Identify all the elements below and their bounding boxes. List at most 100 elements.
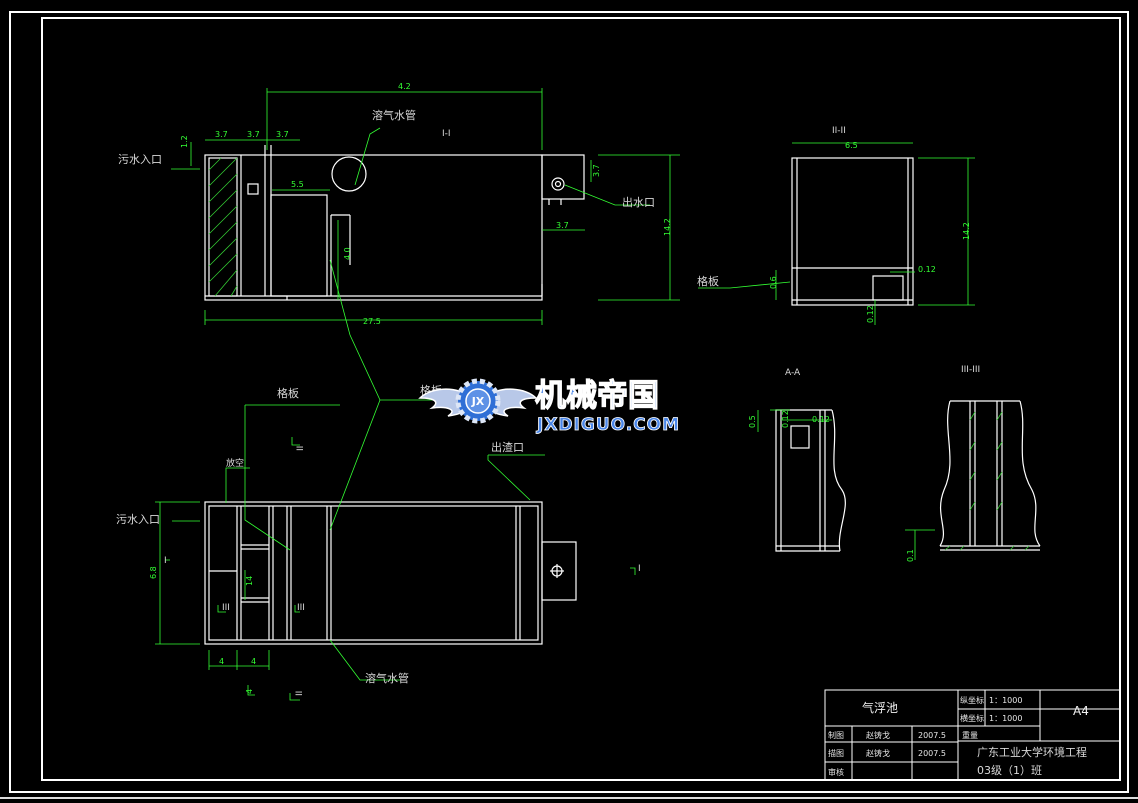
outlet-pipe-circle [551, 177, 565, 191]
aa-small [790, 425, 810, 449]
iii-hatch [944, 411, 1030, 551]
iii-break-right [1019, 400, 1041, 547]
tb-draw-date: 2007.5 [918, 731, 946, 740]
marker-I-left: I [164, 556, 167, 566]
tb-sheet-size: A4 [1073, 704, 1089, 718]
dim-14-2-b: 14.2 [962, 222, 971, 240]
aa-break-line [831, 409, 846, 552]
dim-6-5: 6.5 [845, 141, 858, 150]
dissolved-air-pipe-circle [331, 156, 367, 192]
label-grid-plan: 格板 [277, 386, 299, 400]
inlet-hatch [208, 157, 238, 297]
title-A-A: A-A [785, 368, 801, 378]
tb-vscale-value: 1：1000 [989, 696, 1022, 705]
tb-drafting-date: 2007.5 [918, 749, 946, 758]
tb-vscale-label: 纵坐标 [960, 695, 984, 705]
dim-4-0: 4.0 [343, 247, 352, 260]
gear-core [465, 388, 491, 414]
tb-weight-label: 重量 [962, 730, 978, 740]
tb-org-line1: 广东工业大学环境工程 [977, 745, 1087, 759]
dim-0-12c: 0.12 [781, 410, 790, 428]
dim-4-2: 4.2 [398, 82, 411, 91]
small-window [247, 183, 259, 195]
dim-3-7c: 3.7 [276, 130, 289, 139]
dims-plan [155, 259, 636, 701]
plan-view [204, 501, 577, 645]
dim-3-7b: 3.7 [247, 130, 260, 139]
dim-0-12b: 0.12 [866, 305, 875, 323]
tb-review-label: 审核 [828, 767, 844, 777]
dim-27-5: 27.5 [363, 317, 381, 326]
dim-0-1: 0.1 [906, 549, 915, 562]
dimension-texts: 4.2 1.2 3.7 3.7 3.7 5.5 4.0 3.7 3.7 14.2… [149, 82, 971, 694]
dim-0-12a: 0.12 [918, 265, 936, 274]
plan-inner [208, 505, 539, 641]
label-inlet-top: 污水入口 [118, 153, 162, 166]
section-A-A-view [775, 409, 846, 552]
tb-draw-label: 制图 [828, 730, 844, 740]
view-titles: I-I II-II A-A III-III [442, 126, 980, 378]
watermark-brand: 机械帝国 [535, 378, 659, 414]
dim-outlet-v: 3.7 [592, 164, 601, 177]
tb-draw-name: 赵铸戈 [866, 730, 890, 740]
section-II-II-view [791, 157, 914, 306]
tb-name: 气浮池 [862, 700, 898, 715]
dim-14-2: 14.2 [663, 218, 672, 236]
dims-III-III [905, 529, 935, 560]
dim-plan-4a: 4 [219, 657, 224, 666]
tb-drafting-label: 描图 [828, 748, 844, 758]
dim-3-7a: 3.7 [215, 130, 228, 139]
drawing-inner-frame [41, 17, 1121, 781]
tb-org-line2: 03级（1）班 [977, 764, 1042, 777]
dims-I-I [171, 88, 680, 325]
label-slag: 放空 [226, 457, 244, 469]
watermark-badge: JX [471, 395, 485, 408]
watermark-site: JXDIGUO.COM [536, 415, 680, 435]
marker-I-right: I [638, 564, 641, 574]
plan-outer [204, 501, 543, 645]
watermark-logo: JX 机械帝国 JXDIGUO.COM [418, 377, 680, 435]
part-labels: 污水入口 污水入口 溶气水管 溶气水管 出水口 出渣口 格板 格板 格板 放空 … [116, 108, 719, 696]
dim-6-8: 6.8 [149, 566, 158, 579]
tank-body-elevation [204, 154, 543, 301]
outlet-box [541, 154, 585, 200]
title-II-II: II-II [832, 126, 846, 136]
dims-II-II [698, 142, 975, 325]
dim-0-12d: 0.12 [812, 415, 830, 424]
label-outlet-plan: 出渣口 [491, 440, 524, 454]
section-I-I-view [204, 145, 585, 301]
title-III-III: III-III [961, 365, 980, 375]
label-outlet-top: 出水口 [622, 195, 655, 209]
title-I-I: I-I [442, 129, 451, 139]
dim-5-5: 5.5 [291, 180, 304, 189]
outlet-pipe-inner [554, 180, 562, 188]
label-inlet-plan: 污水入口 [116, 513, 160, 526]
dims-A-A [757, 409, 832, 432]
dim-plan-4b: 4 [251, 657, 256, 666]
side-small-box [872, 275, 904, 301]
dim-0-6: 0.6 [769, 276, 778, 289]
side-body [791, 157, 914, 306]
tb-hscale-label: 横坐标 [960, 713, 984, 723]
marker-II-bottom: II [295, 691, 305, 696]
title-block-frame [824, 689, 1121, 781]
dim-plan-14: 14 [245, 576, 254, 586]
marker-II-top: II [296, 446, 306, 451]
title-block [824, 689, 1121, 781]
tb-drafting-name: 赵铸戈 [866, 748, 890, 758]
tb-hscale-value: 1：1000 [989, 714, 1022, 723]
plan-outlet-box [541, 541, 577, 601]
label-dissolved-air-top: 溶气水管 [372, 108, 416, 122]
aa-outline [775, 409, 840, 552]
inner-plate [270, 194, 328, 297]
label-grid-right: 格板 [697, 274, 719, 288]
marker-III-left: III [222, 603, 230, 613]
inlet-chamber-hatched [208, 157, 238, 297]
dim-plan-4-v: 4 [245, 689, 254, 694]
dim-1-2: 1.2 [180, 135, 189, 148]
title-block-text: 气浮池 纵坐标 1：1000 横坐标 1：1000 A4 重量 制图 赵铸戈 2… [828, 695, 1089, 777]
label-dissolved-air-plan: 溶气水管 [365, 671, 409, 685]
dim-outlet-h: 3.7 [556, 221, 569, 230]
iii-break-left [939, 400, 951, 547]
